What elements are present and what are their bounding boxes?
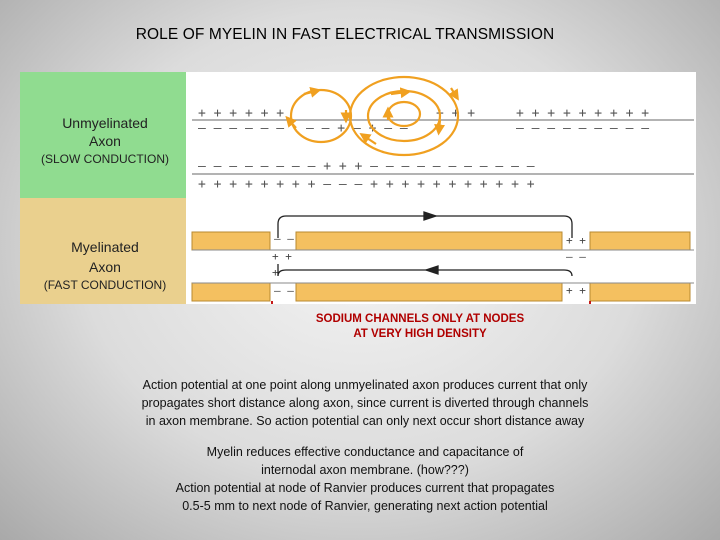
axon-diagram: + + + + + + + + + + + + + + + + + + – – …: [191, 75, 694, 304]
svg-text:+ + +: + + +: [436, 106, 475, 121]
local-current-loops: [285, 75, 460, 157]
slow-conduction-label: (SLOW CONDUCTION): [41, 152, 169, 166]
myelinated-panel: [20, 198, 186, 304]
sodium-note-line2: AT VERY HIGH DENSITY: [353, 328, 487, 340]
svg-text:+ +: + +: [566, 234, 586, 247]
paragraph2-line3: Action potential at node of Ranvier prod…: [175, 481, 555, 495]
paragraph2-line1: Myelin reduces effective conductance and…: [206, 445, 524, 459]
svg-text:+ +: + +: [272, 250, 292, 263]
svg-text:– – – – – – – – + + +: – – – – – – – – + + + – – – – – – – – – …: [198, 159, 535, 174]
myelinated-axon: – – + + + – – + + – – + +: [191, 211, 694, 304]
unmyelinated-explanation: Action potential at one point along unmy…: [60, 376, 670, 430]
svg-text:– –: – –: [566, 250, 586, 263]
saltatory-current-loop: [277, 211, 573, 277]
myelinated-label: Myelinated: [71, 239, 139, 255]
paragraph2-line4: 0.5-5 mm to next node of Ranvier, genera…: [182, 499, 548, 513]
page-title: ROLE OF MYELIN IN FAST ELECTRICAL TRANSM…: [135, 26, 555, 43]
svg-text:– –: – –: [274, 284, 294, 297]
myelinated-axon-label: Axon: [89, 259, 121, 275]
unmyelinated-axon: + + + + + + + + + + + + + + + + + + – – …: [192, 75, 694, 192]
svg-text:+: +: [272, 266, 279, 279]
fast-conduction-label: (FAST CONDUCTION): [43, 278, 167, 292]
unmyelinated-axon-label: Axon: [89, 133, 121, 149]
sodium-channel-note: SODIUM CHANNELS ONLY AT NODES AT VERY HI…: [280, 312, 560, 342]
paragraph2-line2: internodal axon membrane. (how???): [261, 463, 469, 477]
svg-text:– –: – –: [274, 232, 294, 245]
svg-text:+ + + + + + + + +: + + + + + + + + +: [516, 106, 649, 121]
svg-text:+ +: + +: [566, 284, 586, 297]
sodium-note-line1: SODIUM CHANNELS ONLY AT NODES: [315, 313, 525, 325]
paragraph1-line2: propagates short distance along axon, si…: [141, 396, 589, 410]
paragraph1-line3: in axon membrane. So action potential ca…: [145, 414, 585, 428]
unmyelinated-label: Unmyelinated: [62, 115, 148, 131]
svg-text:– – – – – – – – –: – – – – – – – – –: [516, 121, 649, 136]
svg-text:– – – – – –: – – – – – –: [198, 121, 284, 136]
svg-text:– – + – + – –: – – + – + – –: [306, 121, 408, 136]
svg-text:+ + + + + +: + + + + + +: [198, 106, 284, 121]
diagram-panel: [186, 72, 696, 304]
paragraph1-line1: Action potential at one point along unmy…: [142, 378, 588, 392]
myelinated-explanation: Myelin reduces effective conductance and…: [60, 443, 670, 515]
unmyelinated-panel: [20, 72, 186, 198]
svg-text:+ + + + + + + + – – –: + + + + + + + + – – – + + + + + + + + + …: [198, 177, 535, 192]
